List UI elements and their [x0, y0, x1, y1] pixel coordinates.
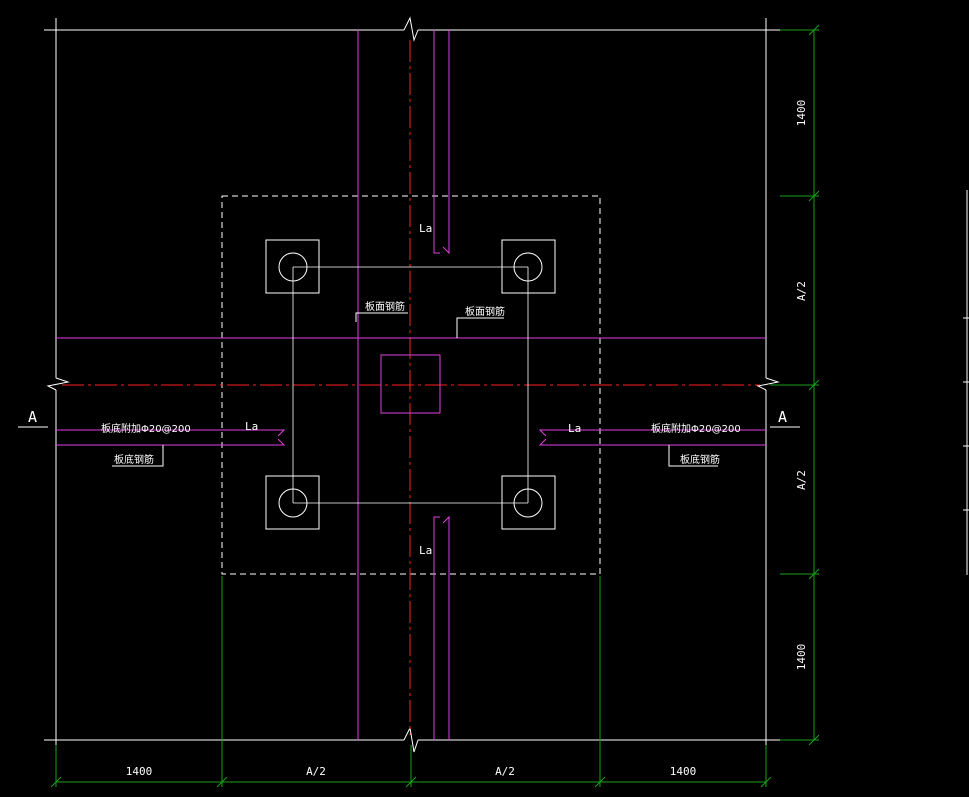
- center-axis-lines: [62, 40, 760, 735]
- bottom-extra-label-left: 板底附加Φ20@200: [101, 422, 191, 435]
- dim-bottom-2: A/2: [306, 765, 326, 778]
- section-mark-left: A: [28, 408, 37, 426]
- title-frame-edge: [963, 190, 969, 575]
- pile-bottom-right: [501, 475, 556, 530]
- label-leaders: [112, 312, 718, 467]
- anchor-label-top: La: [419, 222, 432, 235]
- slab-outline: [44, 16, 780, 753]
- anchor-label-left: La: [245, 420, 258, 433]
- dim-bottom-4: 1400: [670, 765, 697, 778]
- dimension-lines: [50, 24, 820, 788]
- dim-right-2: A/2: [795, 281, 808, 301]
- section-mark-right: A: [778, 408, 787, 426]
- dim-bottom-3: A/2: [495, 765, 515, 778]
- anchor-label-bottom: La: [419, 544, 432, 557]
- dim-right-1: 1400: [795, 100, 808, 127]
- anchor-label-right: La: [568, 422, 581, 435]
- rebar-bands: [56, 30, 766, 740]
- bottom-extra-label-right: 板底附加Φ20@200: [651, 422, 741, 435]
- pile-bottom-left: [265, 475, 320, 530]
- bottom-bar-label-right: 板底钢筋: [680, 453, 720, 466]
- pile-links: [292, 266, 529, 504]
- dim-right-4: 1400: [795, 644, 808, 671]
- pile-top-left: [265, 239, 320, 294]
- dim-bottom-1: 1400: [126, 765, 153, 778]
- top-bar-label-1: 板面钢筋: [365, 300, 405, 313]
- pile-top-right: [501, 239, 556, 294]
- bottom-bar-label-left: 板底钢筋: [114, 453, 154, 466]
- dim-right-3: A/2: [795, 470, 808, 490]
- top-bar-label-2: 板面钢筋: [465, 305, 505, 318]
